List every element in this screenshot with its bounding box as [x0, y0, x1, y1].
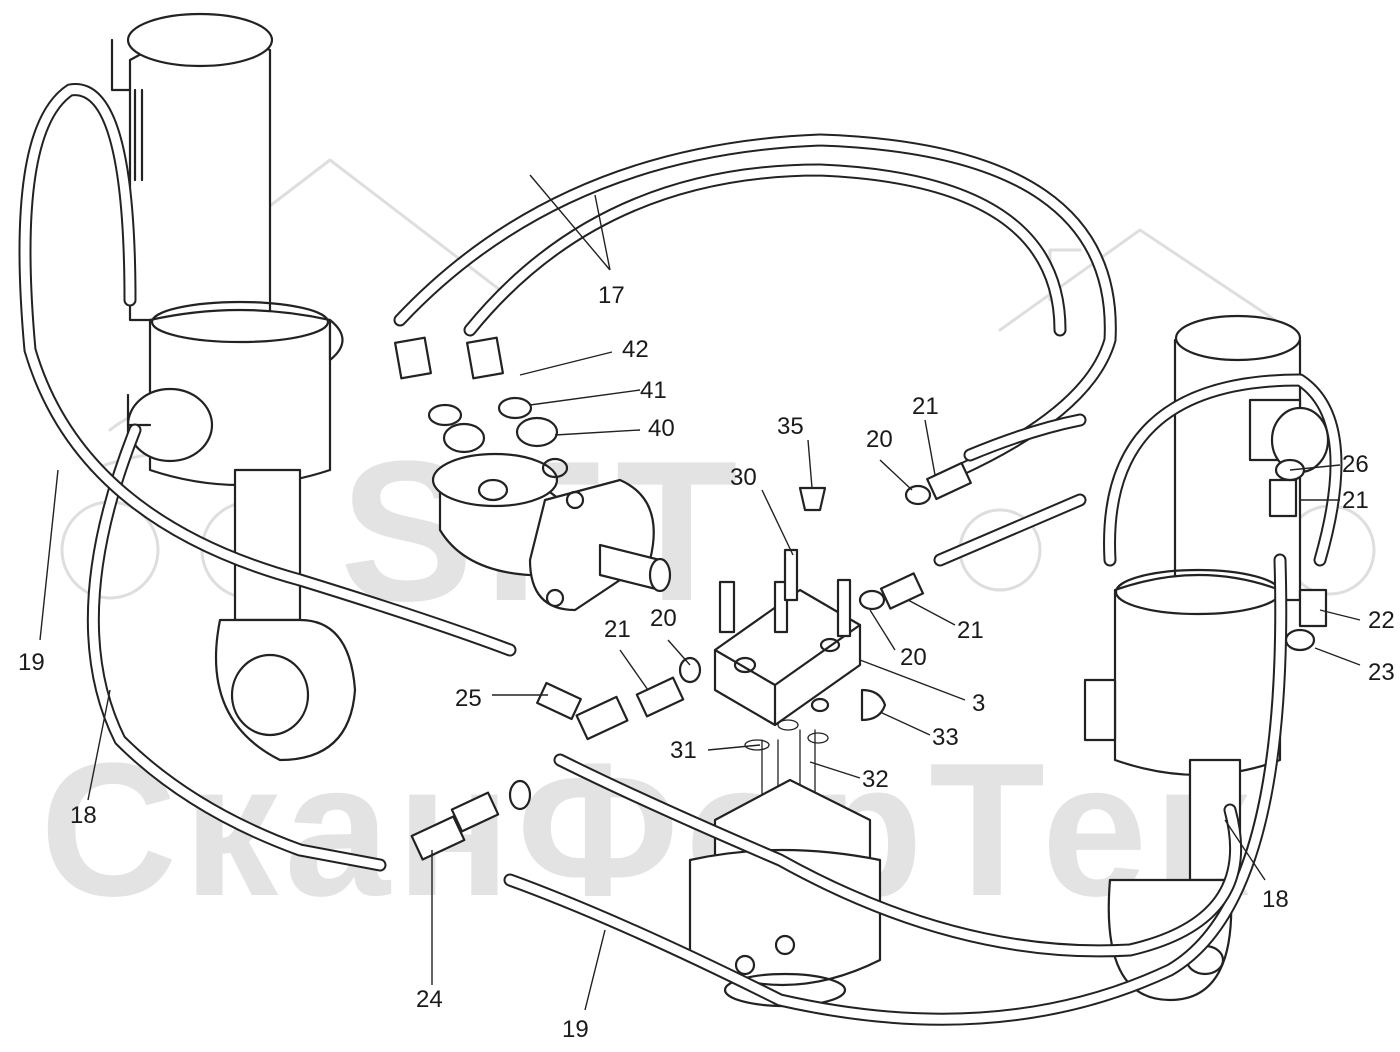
label-18-right: 18: [1262, 886, 1289, 913]
label-21-mid: 21: [957, 617, 984, 644]
valve-block: [713, 486, 887, 727]
label-20-left: 20: [650, 605, 677, 632]
hose-lines: [18, 83, 1343, 1026]
label-23: 23: [1368, 659, 1395, 686]
label-26: 26: [1342, 451, 1369, 478]
label-21-right: 21: [1342, 487, 1369, 514]
label-41: 41: [640, 377, 667, 404]
hydraulic-motor: [431, 452, 672, 612]
label-18-left: 18: [70, 802, 97, 829]
label-17: 17: [598, 282, 625, 309]
leader-lines: [39, 174, 1361, 1011]
label-22: 22: [1368, 607, 1395, 634]
label-21-left: 21: [604, 616, 631, 643]
label-20-mid: 20: [900, 644, 927, 671]
label-42: 42: [622, 336, 649, 363]
label-3: 3: [972, 690, 985, 717]
label-20-top: 20: [866, 426, 893, 453]
label-40: 40: [648, 415, 675, 442]
label-19-bottom: 19: [562, 1016, 589, 1043]
label-30: 30: [730, 464, 757, 491]
label-35: 35: [777, 413, 804, 440]
label-19-left: 19: [18, 649, 45, 676]
label-31: 31: [670, 737, 697, 764]
label-25: 25: [455, 685, 482, 712]
label-33: 33: [932, 724, 959, 751]
label-32: 32: [862, 766, 889, 793]
left-cylinder: [110, 12, 357, 762]
label-21-top: 21: [912, 393, 939, 420]
watermark-company: СканФорТек: [40, 724, 1254, 936]
part-labels: 17 42 41 40 35 30 21 20 26 21 22 23 21 2…: [18, 282, 1395, 1043]
right-cylinder: [1083, 314, 1330, 1002]
label-24: 24: [416, 986, 443, 1013]
fittings: [394, 336, 1328, 861]
